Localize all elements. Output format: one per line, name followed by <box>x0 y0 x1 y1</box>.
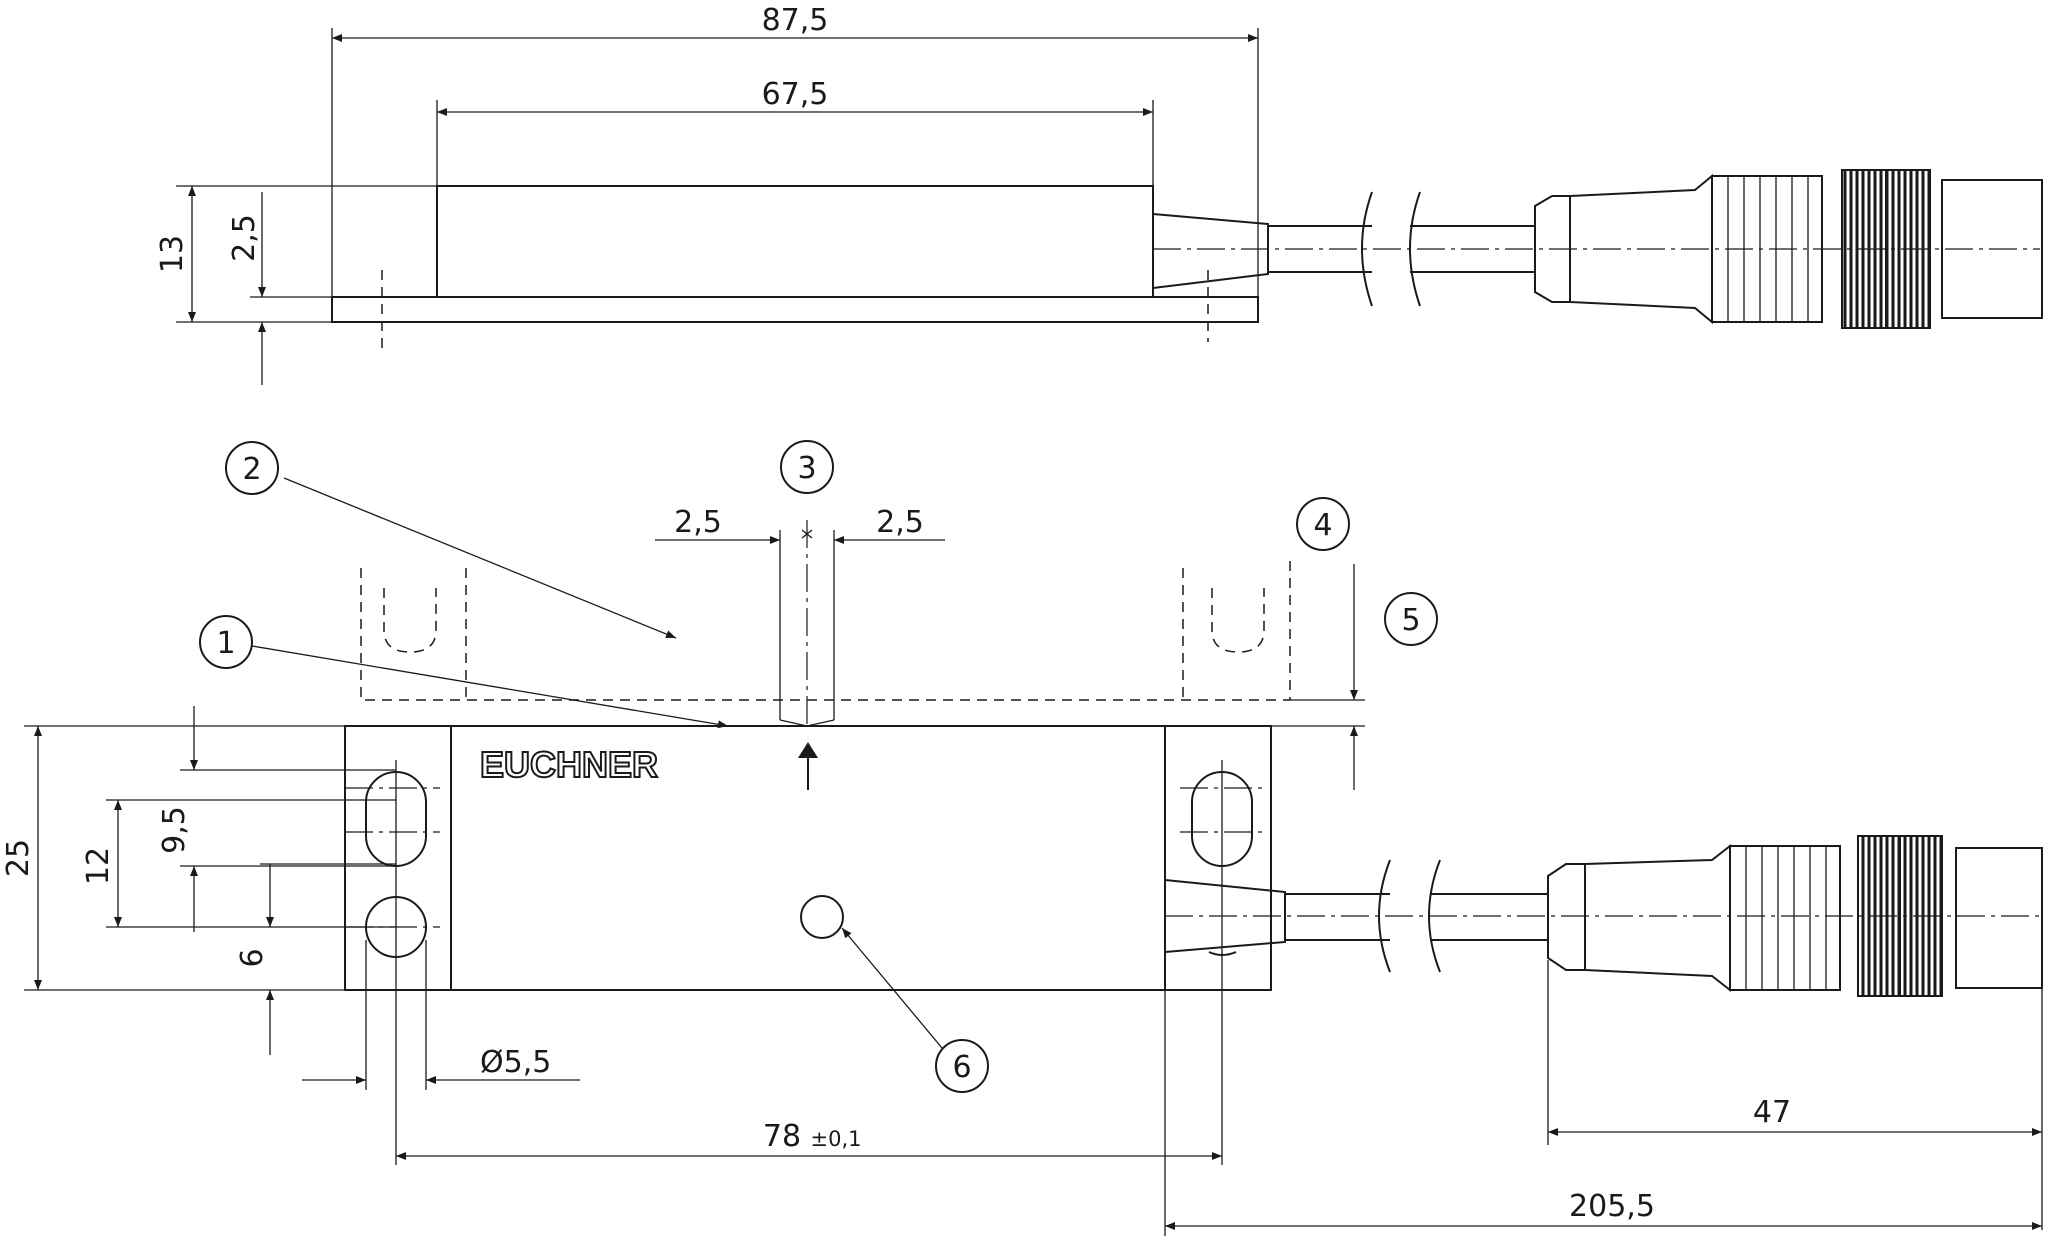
callout-3 <box>780 440 834 494</box>
arrow-up-icon <box>798 742 818 758</box>
svg-text:5: 5 <box>1401 603 1420 638</box>
dim-2-5-left: 2,5 <box>674 505 722 540</box>
svg-text:1: 1 <box>216 626 235 661</box>
dim-25: 25 <box>1 839 36 877</box>
dim-6: 6 <box>235 948 270 967</box>
callout-4 <box>1296 497 1350 551</box>
callout-1 <box>199 615 253 669</box>
callout-5 <box>1384 592 1438 646</box>
callouts: 1 2 3 4 5 6 <box>199 440 1438 1093</box>
callout-2 <box>225 441 279 495</box>
dim-12: 12 <box>81 847 116 885</box>
dim-47: 47 <box>1753 1095 1791 1130</box>
dim-87-5: 87,5 <box>762 3 829 38</box>
dim-205-5: 205,5 <box>1569 1189 1655 1224</box>
front-view-dimensions: 2,5 2,5 25 12 9,5 6 Ø5,5 78 ±0,1 <box>1 505 2043 1236</box>
dim-diameter-5-5: Ø5,5 <box>480 1045 551 1080</box>
dim-2-5-flange: 2,5 <box>227 214 262 262</box>
dim-2-5-right: 2,5 <box>876 505 924 540</box>
euchner-logo-text: EUCHNER <box>480 744 658 785</box>
svg-text:2: 2 <box>242 452 261 487</box>
dim-9-5: 9,5 <box>157 806 192 854</box>
svg-text:3: 3 <box>797 451 816 486</box>
callout-6 <box>935 1039 989 1093</box>
side-view-dimensions: 87,5 67,5 13 2,5 <box>155 3 1259 385</box>
front-view: EUCHNER <box>344 520 2043 1165</box>
led-indicator <box>800 895 844 939</box>
dim-67-5: 67,5 <box>762 77 829 112</box>
dim-13: 13 <box>155 235 190 273</box>
dim-78-tolerance: ±0,1 <box>811 1127 862 1151</box>
svg-text:4: 4 <box>1313 508 1332 543</box>
dim-78: 78 <box>763 1119 801 1154</box>
side-view <box>331 169 2043 352</box>
svg-text:6: 6 <box>952 1050 971 1085</box>
